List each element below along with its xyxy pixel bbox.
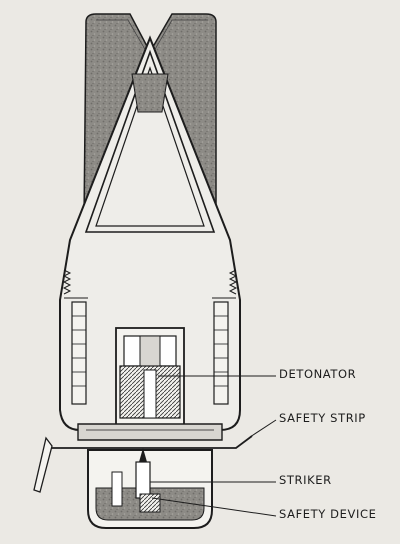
safety-strip-tab — [33, 436, 53, 493]
leader-lines — [150, 375, 277, 517]
leader-safety-device — [151, 497, 277, 517]
safety-device-spring — [139, 493, 161, 513]
cone-liner — [84, 49, 216, 233]
label-safety-device: SAFETY DEVICE — [279, 507, 377, 521]
casing-threads — [62, 269, 238, 299]
detonator-assembly — [115, 327, 185, 429]
label-striker: STRIKER — [279, 473, 332, 487]
base-plate — [77, 423, 223, 441]
safety-strip — [44, 435, 253, 449]
label-safety-strip: SAFETY STRIP — [279, 411, 366, 425]
side-plates — [71, 301, 229, 405]
leader-safety-strip — [249, 419, 277, 438]
label-detonator: DETONATOR — [279, 367, 357, 381]
